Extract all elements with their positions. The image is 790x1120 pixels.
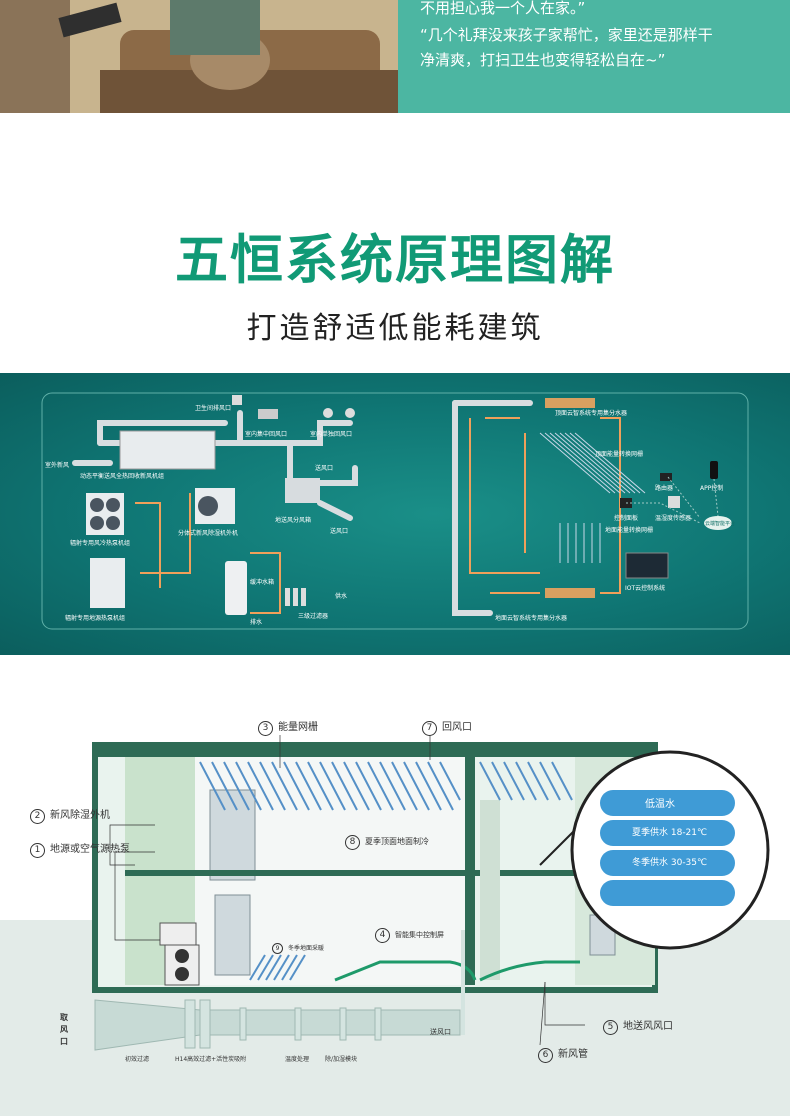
page-title: 五恒系统原理图解: [175, 230, 615, 291]
label-supply-vent-1: 送风口: [315, 465, 334, 472]
label-fresh-unit: 动态平衡送风全热回收新风机组: [80, 473, 165, 480]
label-supply-vent-2: 送风口: [330, 528, 349, 535]
label-intake: 取风口: [60, 1013, 68, 1046]
label-filter: 三级过滤器: [298, 613, 329, 620]
quote-panel: 不用担心我一个人在家。” “几个礼拜没来孩子家帮忙，家里还是那样干 净清爽，打扫…: [398, 0, 790, 113]
label-ceiling-grid: 顶面能量转换网栅: [595, 451, 644, 458]
label-router: 路由器: [655, 485, 674, 492]
label-split-unit: 分体式新风除湿机外机: [178, 530, 239, 537]
label-control-panel: 控制面板: [614, 515, 639, 522]
zoom-winter: 冬季供水 30-35℃: [632, 858, 708, 868]
system-diagram: 卫生间排风口 室内集中回风口 室内单独回风口 室外新风 动态平衡送风全热回收新风…: [0, 373, 790, 655]
label-ceiling-inlet: 卫生间排风口: [195, 405, 232, 412]
zoom-low-temp: 低温水: [645, 799, 675, 810]
label-ceiling-manifold: 顶面云智系统专用集分水器: [555, 410, 628, 417]
hero-photo: [0, 0, 398, 113]
label-supply-box: 地送风分风箱: [275, 517, 312, 524]
page-subtitle: 打造舒适低能耗建筑: [246, 311, 544, 346]
label-cloud: 云端智能平台: [705, 521, 736, 527]
quote-line-2: “几个礼拜没来孩子家帮忙，家里还是那样干: [420, 26, 713, 44]
label-radiant-heatpump: 辐射专用风冷热泵机组: [70, 540, 131, 547]
label-ground-heatpump: 辐射专用地源热泵机组: [65, 615, 126, 622]
system-diagram-svg: [41, 392, 749, 630]
label-water-supply: 供水: [335, 593, 348, 600]
label-floor-manifold: 地面云智系统专用集分水器: [495, 615, 568, 622]
label-temp-proc: 温度处理: [285, 1056, 310, 1063]
ground-heatpump-unit: [90, 558, 125, 608]
label-drain: 排水: [250, 619, 263, 626]
supply-box: [285, 478, 320, 503]
label-indoor-return: 室内集中回风口: [245, 431, 288, 438]
label-iot: IOT云控制系统: [625, 585, 666, 592]
label-filter-primary: 初效过滤: [125, 1056, 150, 1063]
label-indoor-single: 室内单独回风口: [310, 431, 353, 438]
iot-screen: [625, 552, 669, 579]
hero-banner: 不用担心我一个人在家。” “几个礼拜没来孩子家帮忙，家里还是那样干 净清爽，打扫…: [0, 0, 790, 113]
label-supply-outlet: 送风口: [430, 1028, 451, 1036]
zoom-summer: 夏季供水 18-21℃: [632, 828, 708, 838]
label-temp-sensor: 温湿度传感器: [655, 515, 692, 522]
label-buffer-tank: 缓冲水箱: [250, 579, 275, 586]
buffer-tank: [225, 561, 247, 615]
house-svg: [0, 735, 790, 1116]
label-app-control: APP控制: [700, 485, 724, 492]
label-air-intake: 室外新风: [45, 462, 70, 469]
label-humid: 除/加湿模块: [325, 1056, 358, 1063]
air-heatpump-unit: [86, 493, 124, 535]
label-filter-h14: H14高效过滤+活性炭吸附: [175, 1056, 247, 1063]
quote-line-3: 净清爽，打扫卫生也变得轻松自在~”: [420, 51, 666, 69]
fresh-air-unit: [119, 430, 216, 470]
hero-photo-illustration: [0, 0, 398, 113]
label-floor-grid: 地面能量转换网栅: [605, 527, 654, 534]
quote-line-1: 不用担心我一个人在家。”: [420, 0, 586, 17]
